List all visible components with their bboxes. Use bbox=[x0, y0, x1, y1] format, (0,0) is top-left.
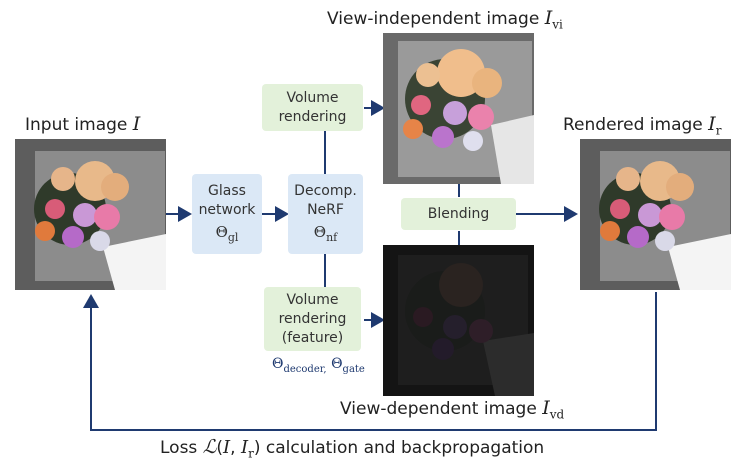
vi-image-title: View-independent image Ivi bbox=[327, 7, 563, 32]
volume-rendering-feature-box: Volume rendering (feature) bbox=[264, 287, 361, 351]
view-independent-image bbox=[383, 33, 534, 184]
input-image bbox=[15, 139, 166, 290]
vd-image-title: View-dependent image Ivd bbox=[340, 397, 565, 422]
rendered-image-title: Rendered image Ir bbox=[563, 113, 722, 138]
input-image-title: Input image I bbox=[25, 113, 141, 135]
blending-box: Blending bbox=[401, 198, 516, 230]
decomp-nerf-box: Decomp. NeRF Θnf bbox=[288, 174, 363, 254]
volume-rendering-box: Volume rendering bbox=[262, 84, 363, 131]
glass-network-box: Glass network Θgl bbox=[192, 174, 262, 254]
loss-feedback-arrow bbox=[83, 292, 657, 431]
rendered-image bbox=[580, 139, 731, 290]
view-dependent-image bbox=[383, 245, 534, 396]
loss-caption: Loss ℒ(I, Ir) calculation and backpropag… bbox=[160, 436, 545, 461]
decoder-gate-params: Θdecoder, Θgate bbox=[272, 356, 365, 375]
